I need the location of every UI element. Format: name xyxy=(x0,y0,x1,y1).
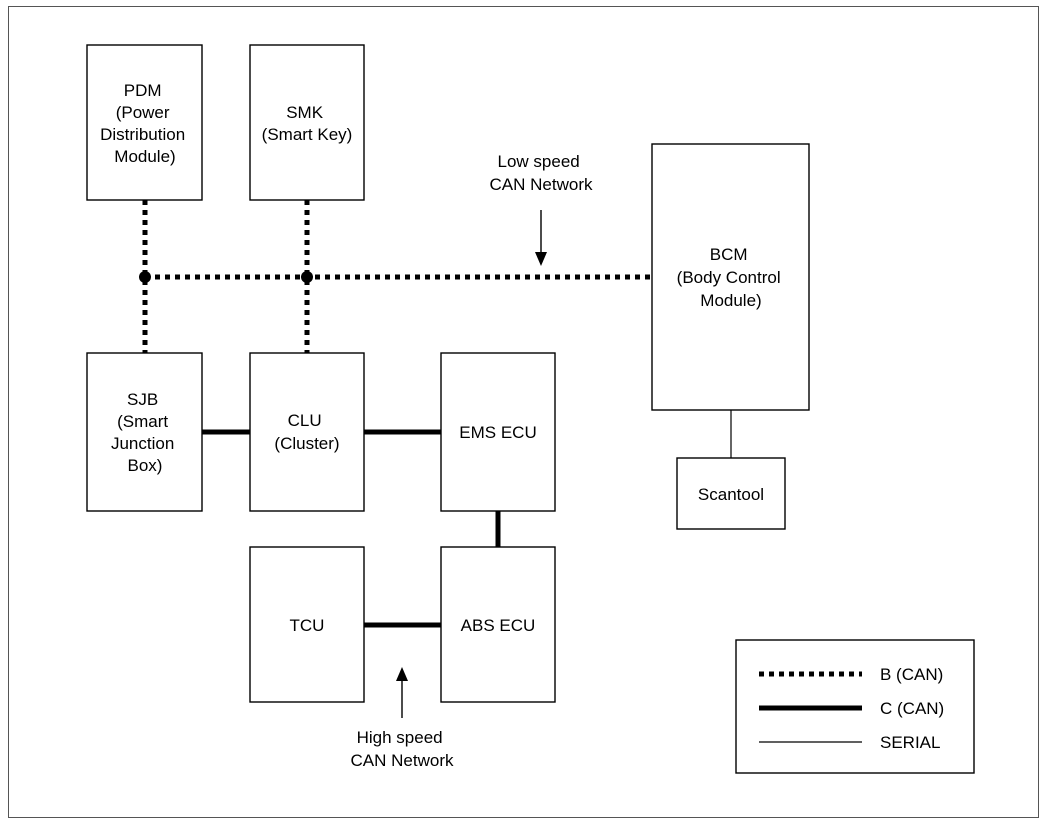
legend-c-can-label: C (CAN) xyxy=(880,699,944,718)
c-can-connections xyxy=(202,429,501,628)
scantool-label: Scantool xyxy=(698,485,764,504)
sjb-label: SJB (Smart Junction Box) xyxy=(111,390,179,475)
clu-box xyxy=(249,352,365,512)
tcu-box xyxy=(249,546,365,703)
pdm-box xyxy=(86,44,203,201)
smk-label: SMK (Smart Key) xyxy=(262,103,353,144)
smk-box xyxy=(249,44,365,201)
legend: B (CAN) C (CAN) SERIAL xyxy=(759,665,944,752)
bcm-label: BCM (Body Control Module) xyxy=(677,245,786,310)
low-speed-can-note: Low speed CAN Network xyxy=(490,152,593,194)
smk-bus-junction xyxy=(301,271,313,283)
legend-serial-label: SERIAL xyxy=(880,733,940,752)
scantool-box xyxy=(676,457,786,530)
legend-b-can-label: B (CAN) xyxy=(880,665,943,684)
tcu-label: TCU xyxy=(290,616,325,635)
ems-ecu-box xyxy=(440,352,556,512)
high-speed-can-note: High speed CAN Network xyxy=(351,728,454,770)
low-speed-arrow xyxy=(535,210,547,266)
abs-ecu-label: ABS ECU xyxy=(461,616,536,635)
diagram-frame xyxy=(8,6,1039,818)
pdm-bus-junction xyxy=(139,271,151,283)
pdm-label: PDM (Power Distribution Module) xyxy=(100,81,190,166)
sjb-box xyxy=(86,352,203,512)
abs-ecu-box xyxy=(440,546,556,703)
high-speed-arrow xyxy=(396,667,408,718)
ems-ecu-label: EMS ECU xyxy=(459,423,536,442)
b-can-connections xyxy=(142,200,652,353)
clu-label: CLU (Cluster) xyxy=(274,411,339,453)
bcm-box xyxy=(651,143,810,411)
